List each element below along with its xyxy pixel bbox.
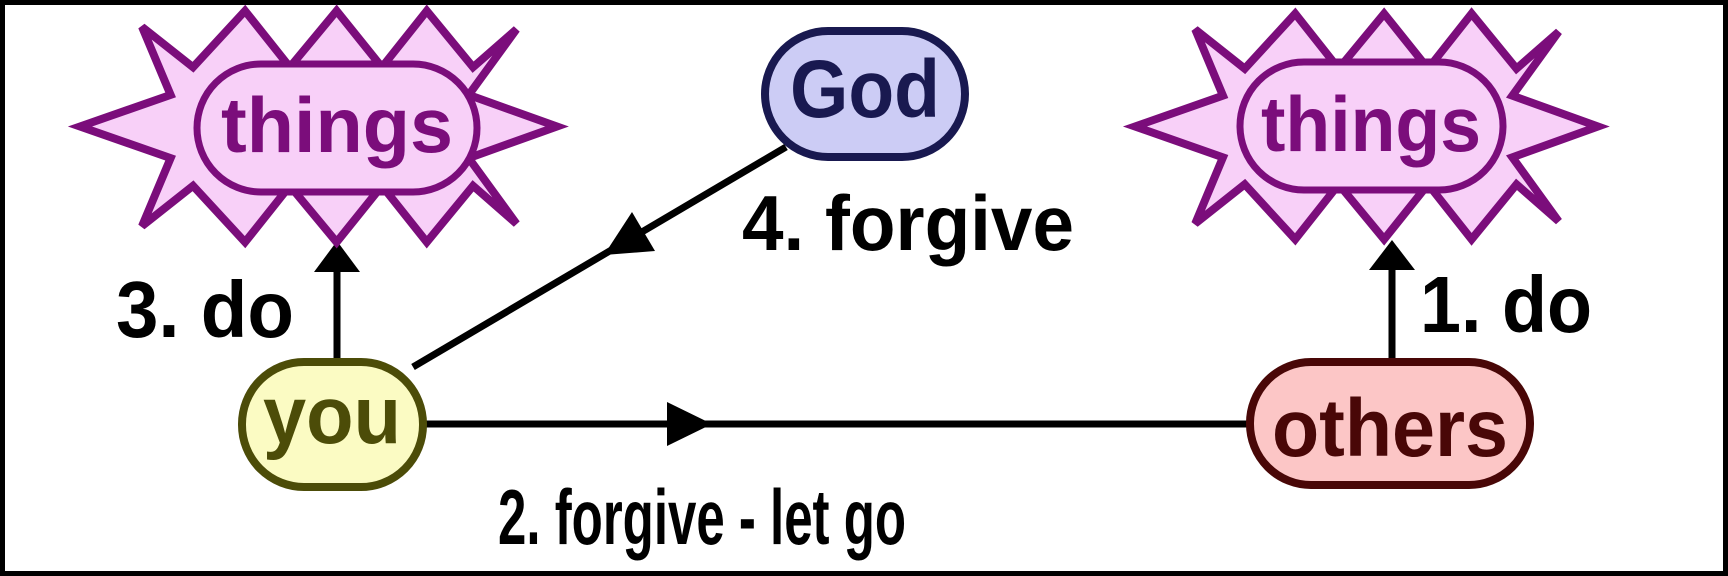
- arrowhead-up-left-icon: [314, 241, 360, 272]
- others-node: others: [1246, 358, 1534, 489]
- edge-labels: 1. do 2. forgive - let go 3. do 4. forgi…: [116, 179, 1592, 561]
- edge-label-1-do: 1. do: [1420, 260, 1592, 349]
- arrowhead-down-left-icon: [604, 212, 655, 255]
- god-box: [761, 27, 969, 161]
- edge-label-2-forgive-let-go: 2. forgive - let go: [498, 473, 906, 561]
- things-right-node: things: [1135, 14, 1598, 240]
- god-node: God: [761, 27, 969, 161]
- others-box: [1246, 358, 1534, 489]
- things-right-label: things: [1261, 80, 1481, 168]
- arrowhead-up-right-icon: [1369, 240, 1415, 270]
- you-box: [238, 358, 427, 491]
- edge-label-4-forgive: 4. forgive: [742, 179, 1074, 267]
- things-left-node: things: [80, 11, 557, 242]
- god-label: God: [790, 44, 940, 135]
- edges: [314, 143, 1415, 446]
- you-label: you: [263, 370, 401, 461]
- things-left-box: [193, 60, 481, 196]
- others-label: others: [1272, 383, 1508, 474]
- things-right-box: [1236, 58, 1507, 194]
- things-left-label: things: [221, 81, 453, 169]
- you-node: you: [238, 358, 427, 491]
- edge-god-to-you: [411, 143, 788, 371]
- edge-label-3-do: 3. do: [116, 265, 294, 354]
- arrowhead-right-icon: [667, 402, 712, 446]
